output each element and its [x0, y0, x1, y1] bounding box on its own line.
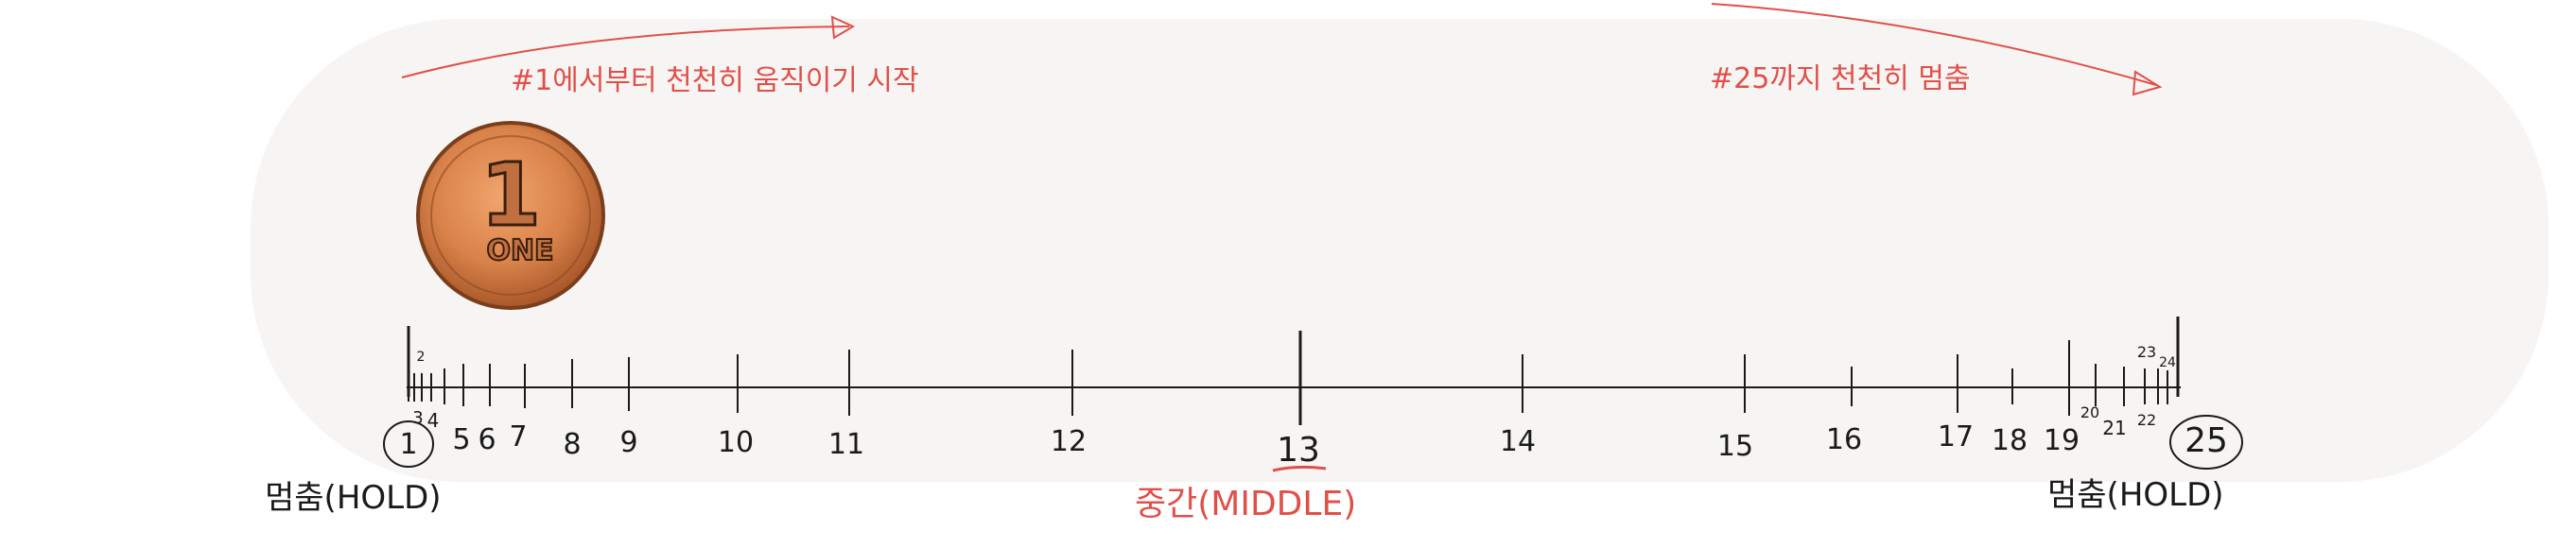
frame-label-8: 8 — [563, 428, 581, 461]
frame-label-11: 11 — [828, 428, 864, 461]
frame-label-15: 15 — [1717, 430, 1753, 463]
frame-label-23: 23 — [2137, 343, 2156, 361]
one-coin-icon: 1 ONE — [416, 121, 605, 310]
hold-label-left: 멈춤(HOLD) — [265, 479, 442, 517]
frame-label-5: 5 — [452, 423, 470, 456]
end-arrow — [1711, 3, 2157, 86]
frame-label-9: 9 — [619, 426, 637, 459]
frame-label-21: 21 — [2102, 417, 2126, 439]
frame-label-12: 12 — [1051, 425, 1087, 458]
start-note: #1에서부터 천천히 움직이기 시작 — [511, 64, 919, 97]
frame-label-17: 17 — [1938, 420, 1974, 454]
hold-label-right: 멈춤(HOLD) — [2047, 476, 2224, 514]
middle-label: 중간(MIDDLE) — [1135, 485, 1356, 523]
frame-label-10: 10 — [718, 426, 754, 459]
start-arrow-head — [830, 15, 856, 40]
frame-label-13: 13 — [1277, 431, 1320, 470]
frame-label-6: 6 — [478, 423, 496, 456]
background-wash — [251, 19, 2549, 482]
frame-label-18: 18 — [1992, 424, 2028, 457]
coin-numeral: 1 — [480, 145, 541, 246]
circle-frame-25 — [2169, 415, 2243, 470]
frame-ticks — [408, 331, 2168, 425]
middle-underline — [1272, 465, 1327, 472]
frame-label-19: 19 — [2044, 424, 2080, 457]
frame-label-2: 2 — [417, 350, 426, 365]
end-arrow-head — [2132, 70, 2163, 96]
frame-label-24: 24 — [2159, 355, 2176, 370]
end-note: #25까지 천천히 멈춤 — [1710, 62, 1971, 95]
coin-word: ONE — [486, 234, 553, 267]
frame-label-1: 1 — [399, 428, 417, 461]
circle-frame-1 — [383, 420, 434, 468]
frame-label-7: 7 — [509, 420, 527, 454]
frame-label-3: 3 — [412, 408, 423, 428]
frame-label-16: 16 — [1826, 423, 1862, 456]
frame-label-4: 4 — [427, 409, 440, 432]
start-arrow — [401, 26, 850, 78]
frame-label-14: 14 — [1500, 425, 1536, 458]
frame-label-22: 22 — [2137, 411, 2156, 429]
frame-label-25: 25 — [2184, 421, 2228, 460]
frame-labels: 1 2 3 4 5 6 7 8 9 10 11 12 13 14 15 16 1… — [399, 343, 2227, 470]
frame-label-20: 20 — [2080, 403, 2099, 421]
